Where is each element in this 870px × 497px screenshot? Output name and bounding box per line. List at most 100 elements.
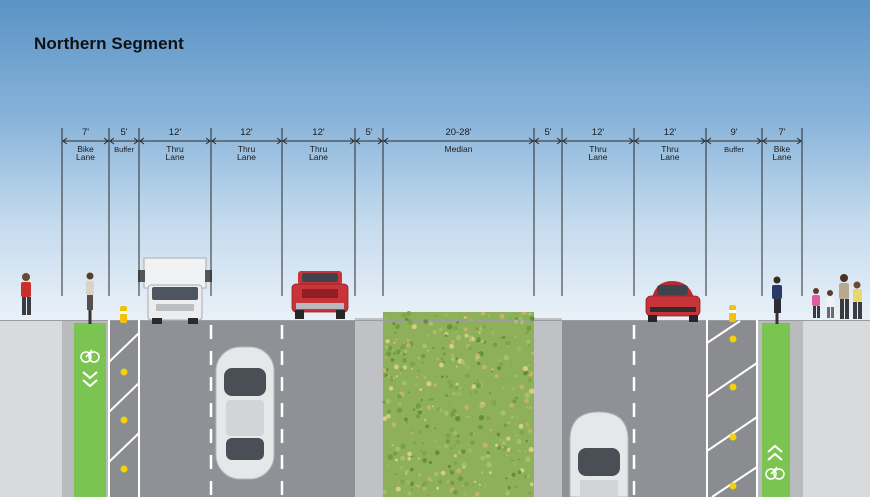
dimension-arrow bbox=[139, 137, 145, 145]
dimension-arrow bbox=[109, 137, 115, 145]
median-flower-dot bbox=[480, 471, 484, 475]
median-flower-dot bbox=[520, 320, 525, 325]
median-flower-dot bbox=[471, 384, 477, 389]
median-flower-dot bbox=[468, 415, 471, 418]
median-flower-dot bbox=[415, 414, 420, 419]
dimension-arrow bbox=[634, 137, 640, 145]
dimension-arrow bbox=[796, 137, 802, 145]
median-flowers bbox=[381, 311, 535, 497]
median-flower-dot bbox=[422, 487, 427, 491]
median-flower-dot bbox=[387, 454, 394, 460]
median-flower-dot bbox=[489, 435, 491, 438]
median-flower-dot bbox=[427, 349, 429, 352]
median-flower-dot bbox=[419, 388, 423, 391]
median-flower-dot bbox=[409, 481, 415, 486]
median-flower-dot bbox=[515, 317, 518, 320]
dimension-arrow bbox=[103, 137, 109, 145]
median-flower-dot bbox=[463, 316, 466, 319]
right-buffer-hatching bbox=[706, 320, 758, 497]
box-truck bbox=[138, 257, 212, 324]
dimension-arrow bbox=[377, 137, 383, 145]
median-flower-dot bbox=[387, 409, 392, 414]
median-flower-dot bbox=[489, 428, 493, 432]
median-flower-dot bbox=[395, 338, 398, 341]
median-flower-dot bbox=[410, 431, 414, 434]
pedestrian-left bbox=[21, 273, 31, 315]
median-flower-dot bbox=[489, 327, 492, 330]
median-flower-dot bbox=[395, 446, 400, 452]
median-flower-dot bbox=[417, 356, 421, 360]
median-flower-dot bbox=[478, 483, 481, 486]
median-flower-dot bbox=[456, 434, 460, 438]
dimension-arrow bbox=[133, 137, 139, 145]
median-flower-dot bbox=[531, 351, 535, 355]
median-flower-dot bbox=[388, 386, 394, 391]
median-flower-dot bbox=[417, 369, 420, 372]
median-flower-dot bbox=[432, 330, 437, 335]
median-flower-dot bbox=[519, 384, 525, 390]
median-flower-dot bbox=[526, 406, 528, 408]
median-flower-dot bbox=[446, 480, 450, 483]
segment-name-label: Thru bbox=[238, 144, 256, 154]
median-flower-dot bbox=[464, 333, 469, 338]
median-flower-dot bbox=[519, 316, 523, 320]
median-flower-dot bbox=[475, 327, 479, 331]
median-flower-dot bbox=[382, 400, 386, 404]
median-flower-dot bbox=[475, 338, 478, 340]
median-flower-dot bbox=[524, 311, 527, 315]
median-flower-dot bbox=[409, 467, 414, 472]
median-flower-dot bbox=[393, 341, 396, 344]
median-flower-dot bbox=[477, 431, 481, 434]
median-flower-dot bbox=[440, 375, 444, 379]
median-flower-dot bbox=[433, 439, 438, 444]
dimension-arrow bbox=[349, 137, 355, 145]
lane-dash-markings bbox=[209, 325, 636, 497]
dimension-arrow bbox=[211, 137, 217, 145]
median-flower-dot bbox=[452, 489, 458, 495]
median-flower-dot bbox=[456, 321, 459, 324]
median-flower-dot bbox=[481, 324, 486, 329]
median-flower-dot bbox=[488, 391, 492, 395]
median-flower-dot bbox=[488, 410, 490, 413]
median-flower-dot bbox=[517, 470, 522, 474]
median-flower-dot bbox=[441, 346, 445, 350]
dimension-arrow bbox=[628, 137, 634, 145]
segment-name-label: Buffer bbox=[114, 145, 134, 154]
red-pickup-truck bbox=[291, 271, 349, 319]
median-flower-dot bbox=[430, 479, 433, 482]
median-flower-dot bbox=[500, 336, 503, 340]
median-flower-dot bbox=[387, 345, 393, 351]
median-flower-dot bbox=[420, 398, 423, 401]
median-flower-dot bbox=[382, 490, 387, 495]
median-flower-dot bbox=[427, 477, 432, 482]
median-flower-dot bbox=[524, 392, 531, 399]
median-flower-dot bbox=[451, 353, 454, 357]
median-flower-dot bbox=[525, 330, 530, 335]
median-flower-dot bbox=[417, 457, 420, 460]
median-flower-dot bbox=[421, 450, 427, 456]
segment-width-label: 12' bbox=[664, 127, 677, 138]
median-flower-dot bbox=[405, 472, 408, 475]
median-flower-dot bbox=[438, 327, 443, 332]
median-flower-dot bbox=[523, 474, 528, 479]
median-flower-dot bbox=[436, 407, 441, 412]
median-flower-dot bbox=[445, 433, 452, 439]
segment-width-label: 7' bbox=[82, 127, 89, 138]
median-flower-dot bbox=[410, 456, 413, 458]
dimension-arrow bbox=[556, 137, 562, 145]
median-flower-dot bbox=[435, 376, 438, 379]
median-flower-dot bbox=[402, 443, 406, 448]
median-flower-dot bbox=[444, 313, 449, 318]
median-flower-dot bbox=[401, 313, 407, 318]
median-flower-dot bbox=[436, 486, 440, 490]
median-flower-dot bbox=[487, 461, 489, 464]
median-flower-dot bbox=[528, 372, 530, 374]
dimension-arrow bbox=[706, 137, 712, 145]
median-flower-dot bbox=[511, 472, 516, 477]
median-flower-dot bbox=[456, 391, 462, 397]
median-flower-dot bbox=[422, 442, 425, 444]
median-flower-dot bbox=[506, 447, 511, 452]
median-flower-dot bbox=[463, 492, 468, 497]
median-flower-dot bbox=[472, 484, 475, 487]
